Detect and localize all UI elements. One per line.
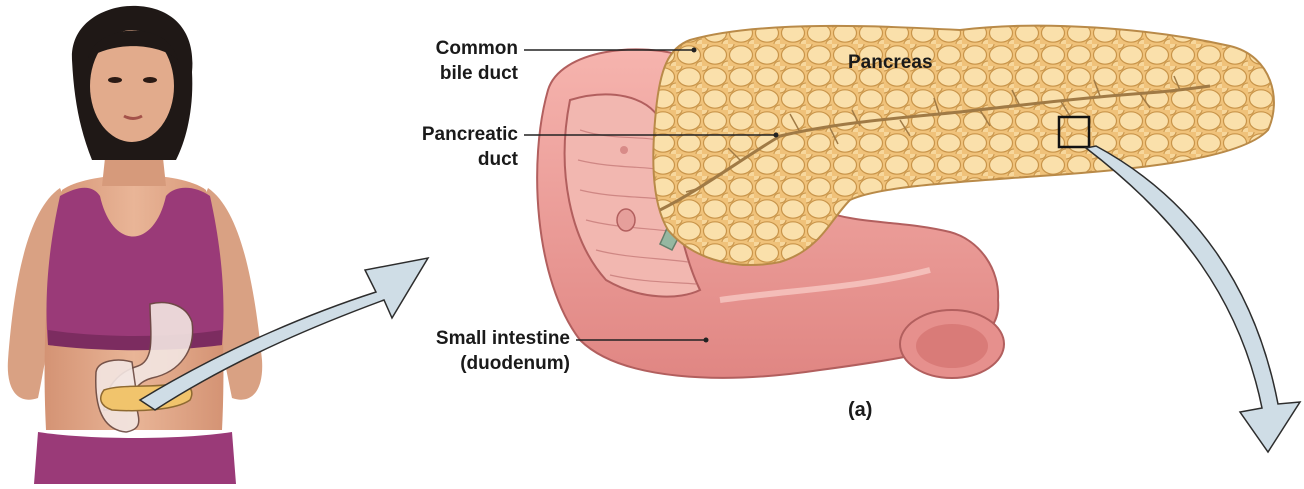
person-figure bbox=[8, 6, 262, 484]
label-line: duct bbox=[360, 147, 518, 172]
label-pancreatic-duct: Pancreatic duct bbox=[360, 122, 518, 172]
label-line: bile duct bbox=[360, 61, 518, 86]
label-small-intestine: Small intestine (duodenum) bbox=[360, 326, 570, 376]
label-common-bile-duct: Common bile duct bbox=[360, 36, 518, 86]
detail-arrow bbox=[1086, 146, 1300, 452]
figure-label: (a) bbox=[848, 398, 872, 423]
label-line: Small intestine bbox=[360, 326, 570, 351]
label-line: Common bbox=[360, 36, 518, 61]
label-line: (duodenum) bbox=[360, 351, 570, 376]
label-pancreas: Pancreas bbox=[848, 50, 933, 75]
label-line: Pancreatic bbox=[360, 122, 518, 147]
